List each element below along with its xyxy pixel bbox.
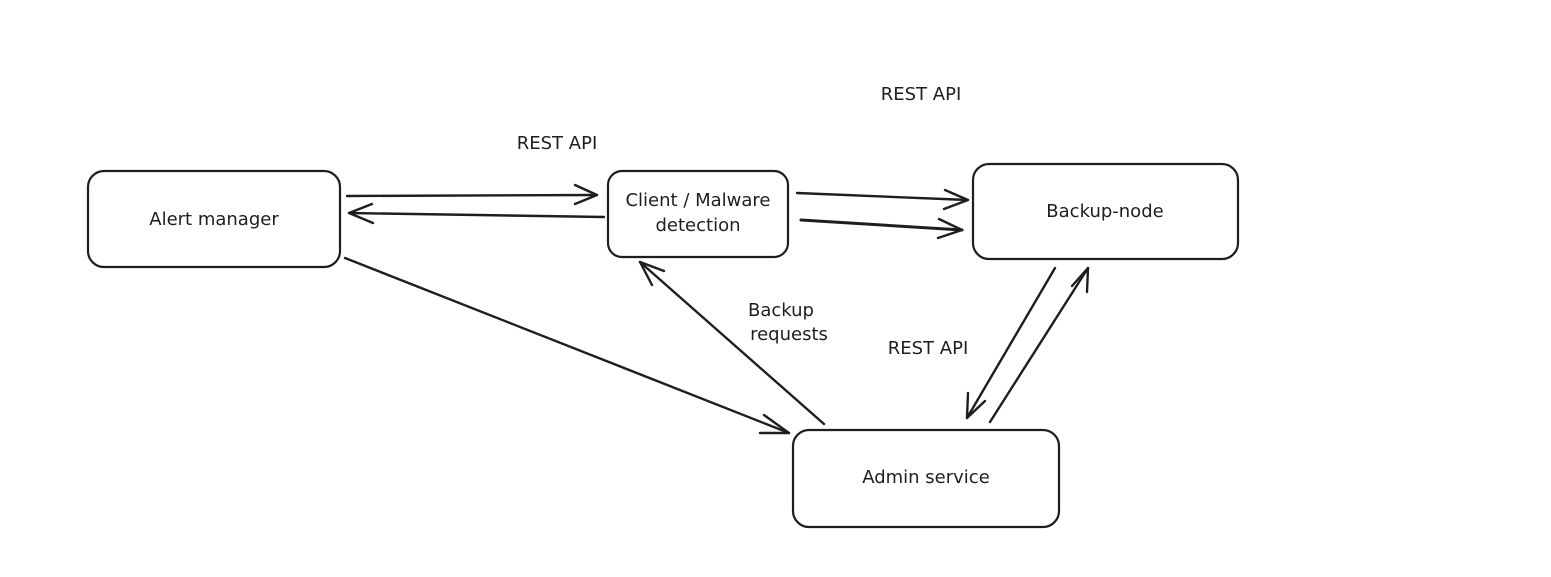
- edge-label-backup-requests-line2: requests: [750, 324, 828, 345]
- edge-client-to-backup-lower[interactable]: [799, 217, 964, 240]
- edge-client-to-alert[interactable]: [347, 202, 606, 225]
- edge-label-rest-api-alert-client: REST API: [517, 133, 598, 154]
- edge-backup-to-admin[interactable]: [965, 266, 1057, 420]
- edge-alert-to-client[interactable]: [345, 183, 599, 206]
- node-backup-node[interactable]: Backup-node: [971, 162, 1240, 261]
- node-admin-service-label: Admin service: [862, 467, 990, 488]
- edge-label-rest-api-client-backup: REST API: [881, 84, 962, 105]
- node-alert-manager-label: Alert manager: [149, 209, 279, 230]
- node-backup-node-label: Backup-node: [1046, 201, 1163, 222]
- edge-admin-to-backup[interactable]: [988, 266, 1090, 424]
- node-alert-manager[interactable]: Alert manager: [86, 169, 342, 269]
- node-client-label-line2: detection: [655, 215, 740, 236]
- edge-admin-to-client[interactable]: [638, 260, 826, 426]
- edge-alert-to-admin[interactable]: [343, 256, 791, 435]
- node-admin-service[interactable]: Admin service: [791, 428, 1061, 529]
- node-client-malware-detection[interactable]: Client / Malware detection: [606, 169, 790, 259]
- edge-label-rest-api-backup-admin: REST API: [888, 338, 969, 359]
- edge-client-to-backup-upper[interactable]: [795, 188, 970, 211]
- edge-label-backup-requests-line1: Backup: [748, 300, 814, 321]
- node-client-label-line1: Client / Malware: [625, 190, 770, 211]
